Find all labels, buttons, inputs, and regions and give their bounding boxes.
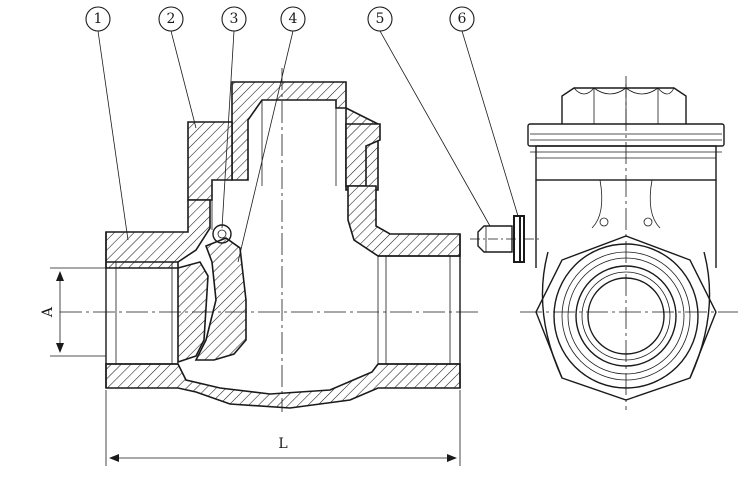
callout-4: 4 <box>237 6 306 263</box>
dimension-a: A <box>40 267 106 357</box>
disc-section <box>194 237 247 361</box>
svg-text:6: 6 <box>458 11 467 27</box>
callout-2: 2 <box>158 6 197 129</box>
section-view <box>60 68 478 412</box>
cap-hex <box>561 87 687 124</box>
dimension-a-label: A <box>40 306 56 318</box>
dimension-l: L <box>105 390 461 466</box>
svg-text:1: 1 <box>94 11 103 27</box>
drain-plug <box>477 225 513 253</box>
body-left-upper-section <box>105 199 211 269</box>
cap-nut-section <box>187 121 233 201</box>
dimension-l-label: L <box>278 436 287 452</box>
svg-text:2: 2 <box>167 11 176 27</box>
callout-1: 1 <box>85 6 129 241</box>
svg-text:3: 3 <box>230 11 239 27</box>
callout-5: 5 <box>367 6 491 227</box>
callout-6: 6 <box>449 6 519 217</box>
cap-nut-section-right <box>345 123 381 187</box>
svg-text:4: 4 <box>289 11 298 27</box>
callout-3: 3 <box>221 6 247 229</box>
body-lower-section <box>105 363 461 409</box>
body-right-upper-section <box>347 185 461 257</box>
svg-text:5: 5 <box>376 11 385 27</box>
side-view <box>470 76 738 410</box>
